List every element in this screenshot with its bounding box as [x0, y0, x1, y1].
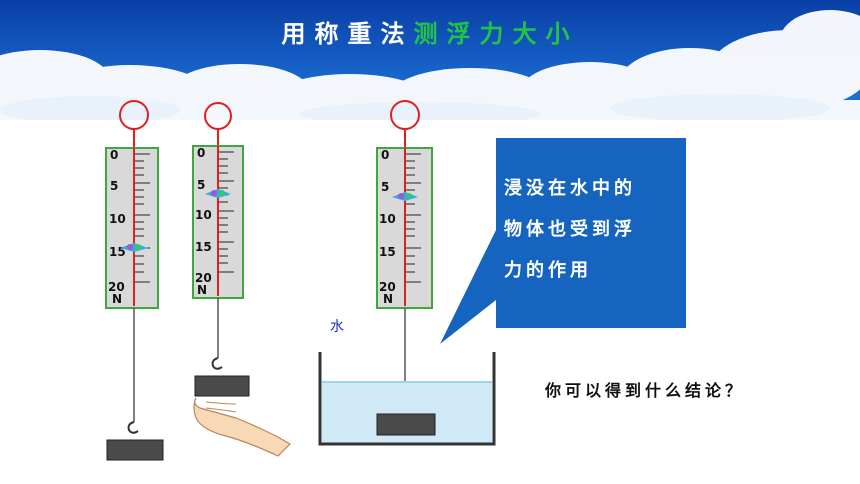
scale-3-tick-5: 5: [381, 180, 389, 194]
scale-2-unit: N: [197, 283, 207, 297]
spring-scale-3: 0 5 10 15 20 N: [376, 100, 433, 410]
scale-1-pointer: [120, 243, 148, 252]
weight-block-3: [376, 413, 436, 436]
scale-2-ring: [204, 102, 232, 130]
scale-2-tick-10: 10: [195, 208, 212, 222]
scale-2-tick-20: 20: [195, 271, 212, 285]
scale-2-pointer: [205, 189, 231, 198]
scale-3-tick-15: 15: [379, 245, 396, 259]
weight-block-2: [194, 375, 250, 397]
scale-3-pointer: [392, 192, 418, 201]
page-title: 用称重法测浮力大小: [0, 14, 860, 49]
scale-1-tick-5: 5: [110, 179, 118, 193]
scale-1-body: [105, 147, 159, 309]
water-label: 水: [330, 319, 344, 335]
title-highlight: 测浮力大小: [413, 20, 579, 48]
scale-2-tick-0: 0: [197, 146, 205, 160]
title-plain: 用称重法: [281, 20, 414, 48]
callout-line-1: 浸没在水中的: [504, 178, 636, 199]
scale-1-unit: N: [112, 292, 122, 306]
scale-3-tick-0: 0: [381, 148, 389, 162]
scale-3-ring: [390, 100, 420, 130]
spring-scale-2: 0 5 10 15 20 N: [192, 102, 291, 457]
sky-banner: [0, 0, 860, 120]
scale-1-tick-15: 15: [109, 245, 126, 259]
water-tank: [318, 352, 496, 446]
supporting-hand: [193, 397, 291, 457]
question-text: 你可以得到什么结论？: [545, 381, 746, 400]
scale-1-tick-20: 20: [108, 280, 125, 294]
callout-text: 浸没在水中的 物体也受到浮 力的作用: [504, 168, 684, 291]
callout-line-3: 力的作用: [504, 260, 592, 281]
scale-1-tick-0: 0: [110, 148, 118, 162]
scale-3-unit: N: [383, 292, 393, 306]
scale-2-tick-5: 5: [197, 178, 205, 192]
scale-1-ring: [119, 100, 149, 130]
callout-box: 浸没在水中的 物体也受到浮 力的作用: [496, 138, 686, 328]
spring-scale-1: 0 5 10 15 20 N: [105, 100, 164, 461]
callout-pointer: [440, 230, 496, 344]
callout-line-2: 物体也受到浮: [504, 219, 636, 240]
weight-block-1: [106, 439, 164, 461]
scale-3-tick-10: 10: [379, 212, 396, 226]
scale-3-tick-20: 20: [379, 280, 396, 294]
scale-2-tick-15: 15: [195, 240, 212, 254]
scale-1-tick-10: 10: [109, 212, 126, 226]
